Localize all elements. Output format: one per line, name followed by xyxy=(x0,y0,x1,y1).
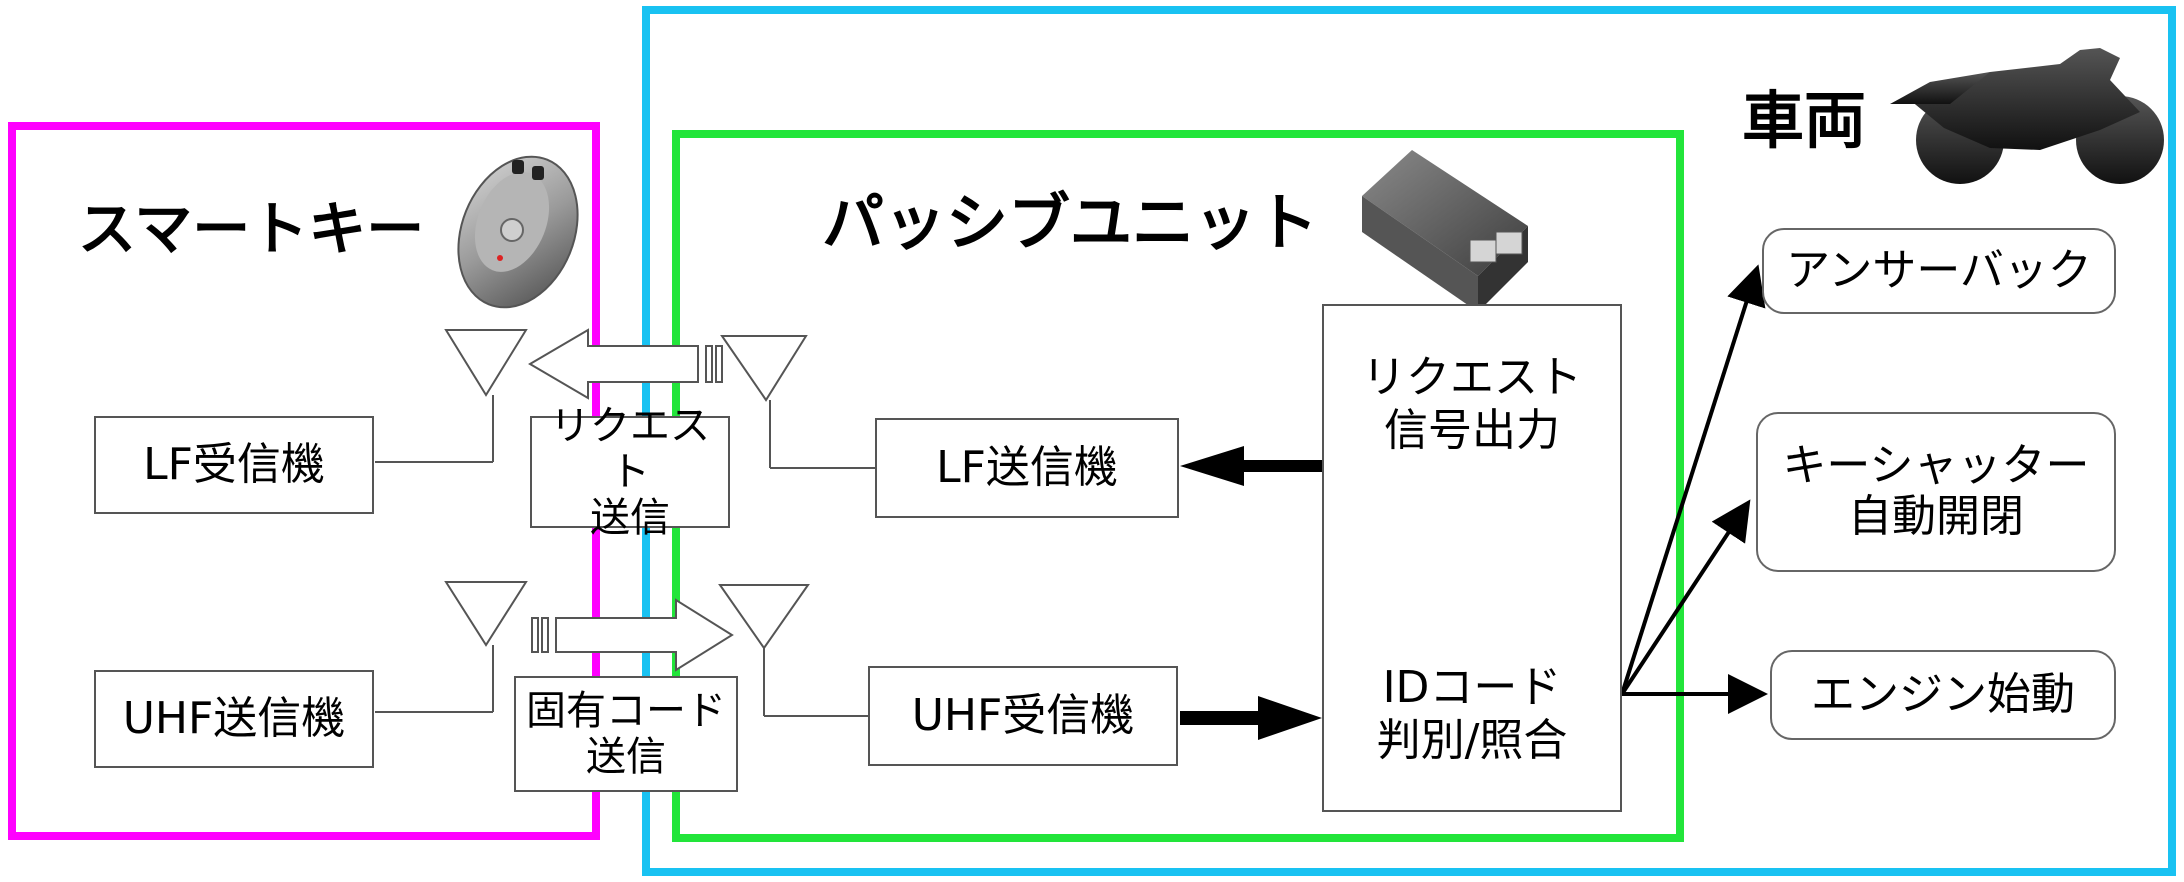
uhf-transmitter-antenna xyxy=(375,581,528,713)
lf-receiver-block: LF受信機 xyxy=(94,416,374,514)
motorcycle-icon xyxy=(1890,48,2164,184)
unique-code-signal-arrow xyxy=(531,598,734,672)
smart-key-icon xyxy=(457,155,579,309)
id-code-check-label: IDコード 判別/照合 xyxy=(1376,662,1568,766)
lf-transmitter-antenna xyxy=(720,335,875,469)
smart-key-title: スマートキー xyxy=(78,195,425,263)
unique-code-transmission-label: 固有コード 送信 xyxy=(514,676,738,792)
lf-transmitter-block: LF送信機 xyxy=(875,418,1179,518)
uhf-receiver-antenna xyxy=(718,584,868,717)
lf-receiver-antenna xyxy=(375,329,528,463)
uhf-transmitter-block: UHF送信機 xyxy=(94,670,374,768)
passive-unit-title: パッシブユニット xyxy=(822,186,1319,259)
request-transmission-label: リクエスト 送信 xyxy=(530,403,730,541)
engine-start-output: エンジン始動 xyxy=(1770,650,2116,740)
vehicle-title: 車両 xyxy=(1742,84,1867,157)
output-arrows xyxy=(1620,264,1768,714)
uhf-to-id-arrow xyxy=(1180,696,1322,740)
uhf-receiver-block: UHF受信機 xyxy=(868,666,1178,766)
key-shutter-output: キーシャッター 自動開閉 xyxy=(1756,412,2116,572)
answer-back-output: アンサーバック xyxy=(1762,228,2116,314)
passive-unit-icon xyxy=(1362,150,1528,312)
request-signal-arrow xyxy=(528,328,723,400)
request-to-lf-arrow xyxy=(1180,446,1322,486)
controller-block: リクエスト 信号出力 IDコード 判別/照合 xyxy=(1322,304,1622,812)
request-signal-output-label: リクエスト 信号出力 xyxy=(1362,352,1582,456)
